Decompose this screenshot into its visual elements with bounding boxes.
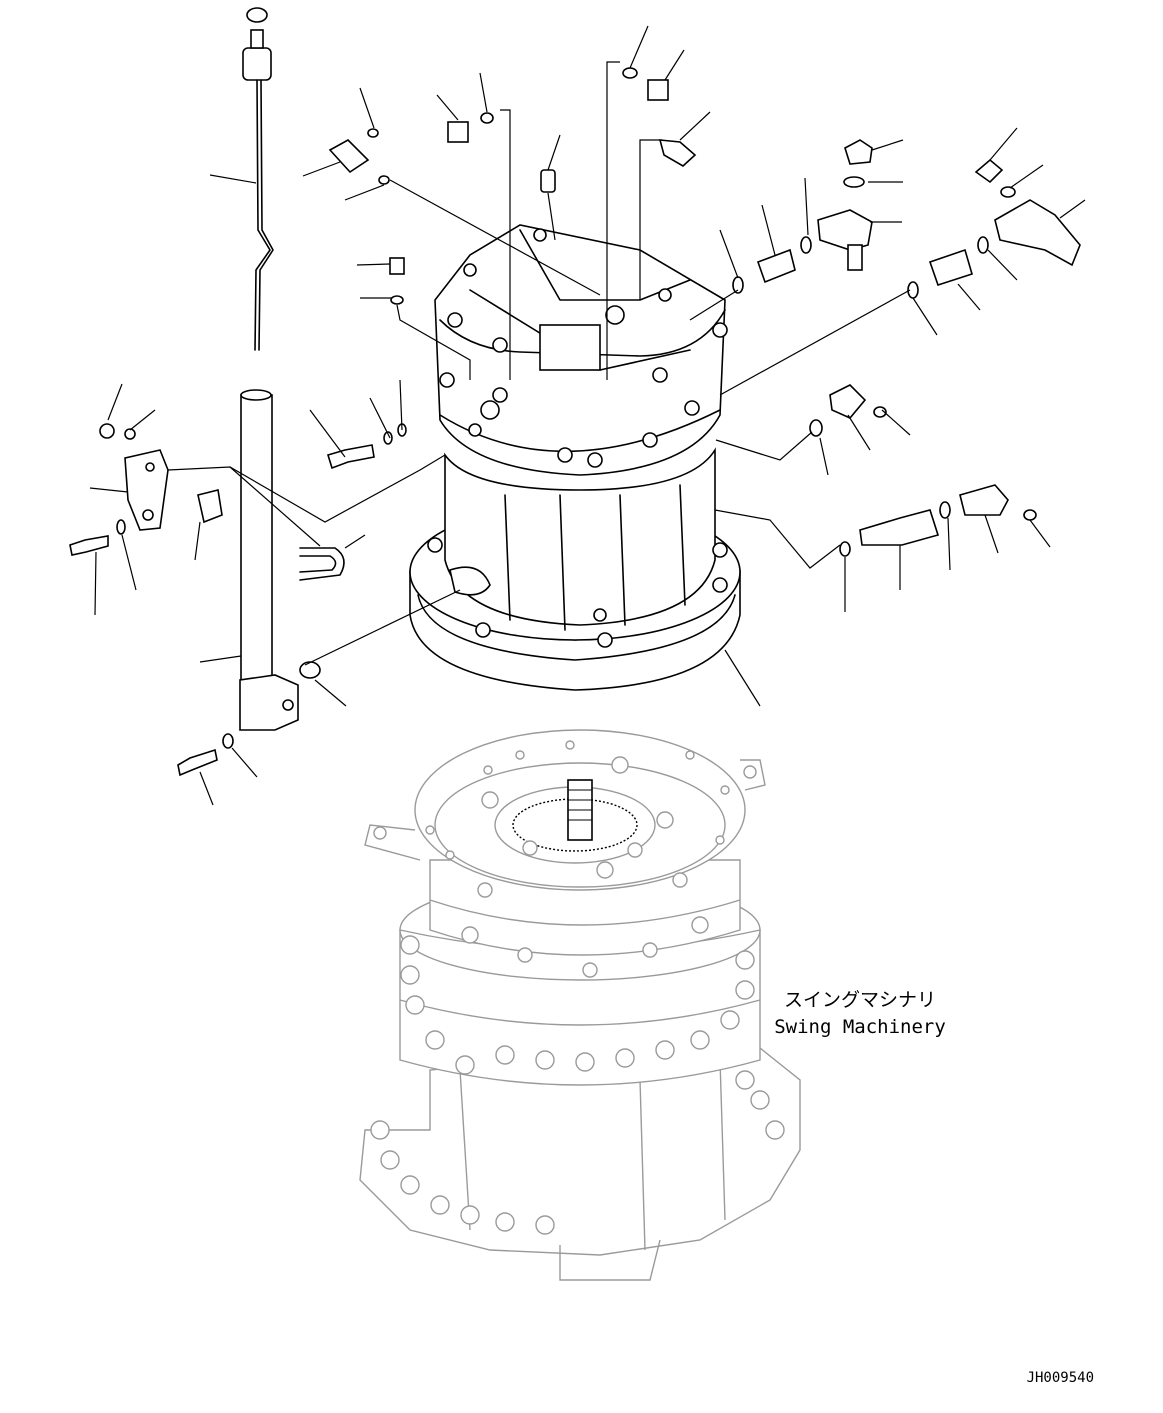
dipstick-assembly (239, 7, 299, 731)
dipstick-ring (246, 7, 268, 23)
bolt-lower (177, 748, 218, 777)
tee-fitting (817, 209, 873, 251)
bolt-left (69, 535, 109, 556)
sensor (859, 509, 940, 546)
swing-motor-assembly (409, 224, 741, 691)
leader-lines (89, 25, 1086, 806)
swing-machinery-drawing (359, 729, 801, 1281)
caption-japanese: スイングマシナリ (784, 989, 936, 1011)
elbow-fitting-right (994, 199, 1081, 267)
plug (844, 139, 873, 165)
clamp (197, 489, 223, 524)
elbow-fitting (328, 139, 370, 174)
gauge-pipe (240, 394, 273, 686)
loose-parts (69, 67, 1081, 777)
bracket (124, 449, 169, 531)
drawing-code: JH009540 (1027, 1370, 1094, 1386)
dipstick-cap (242, 47, 272, 81)
caption-english: Swing Machinery (774, 1016, 946, 1038)
